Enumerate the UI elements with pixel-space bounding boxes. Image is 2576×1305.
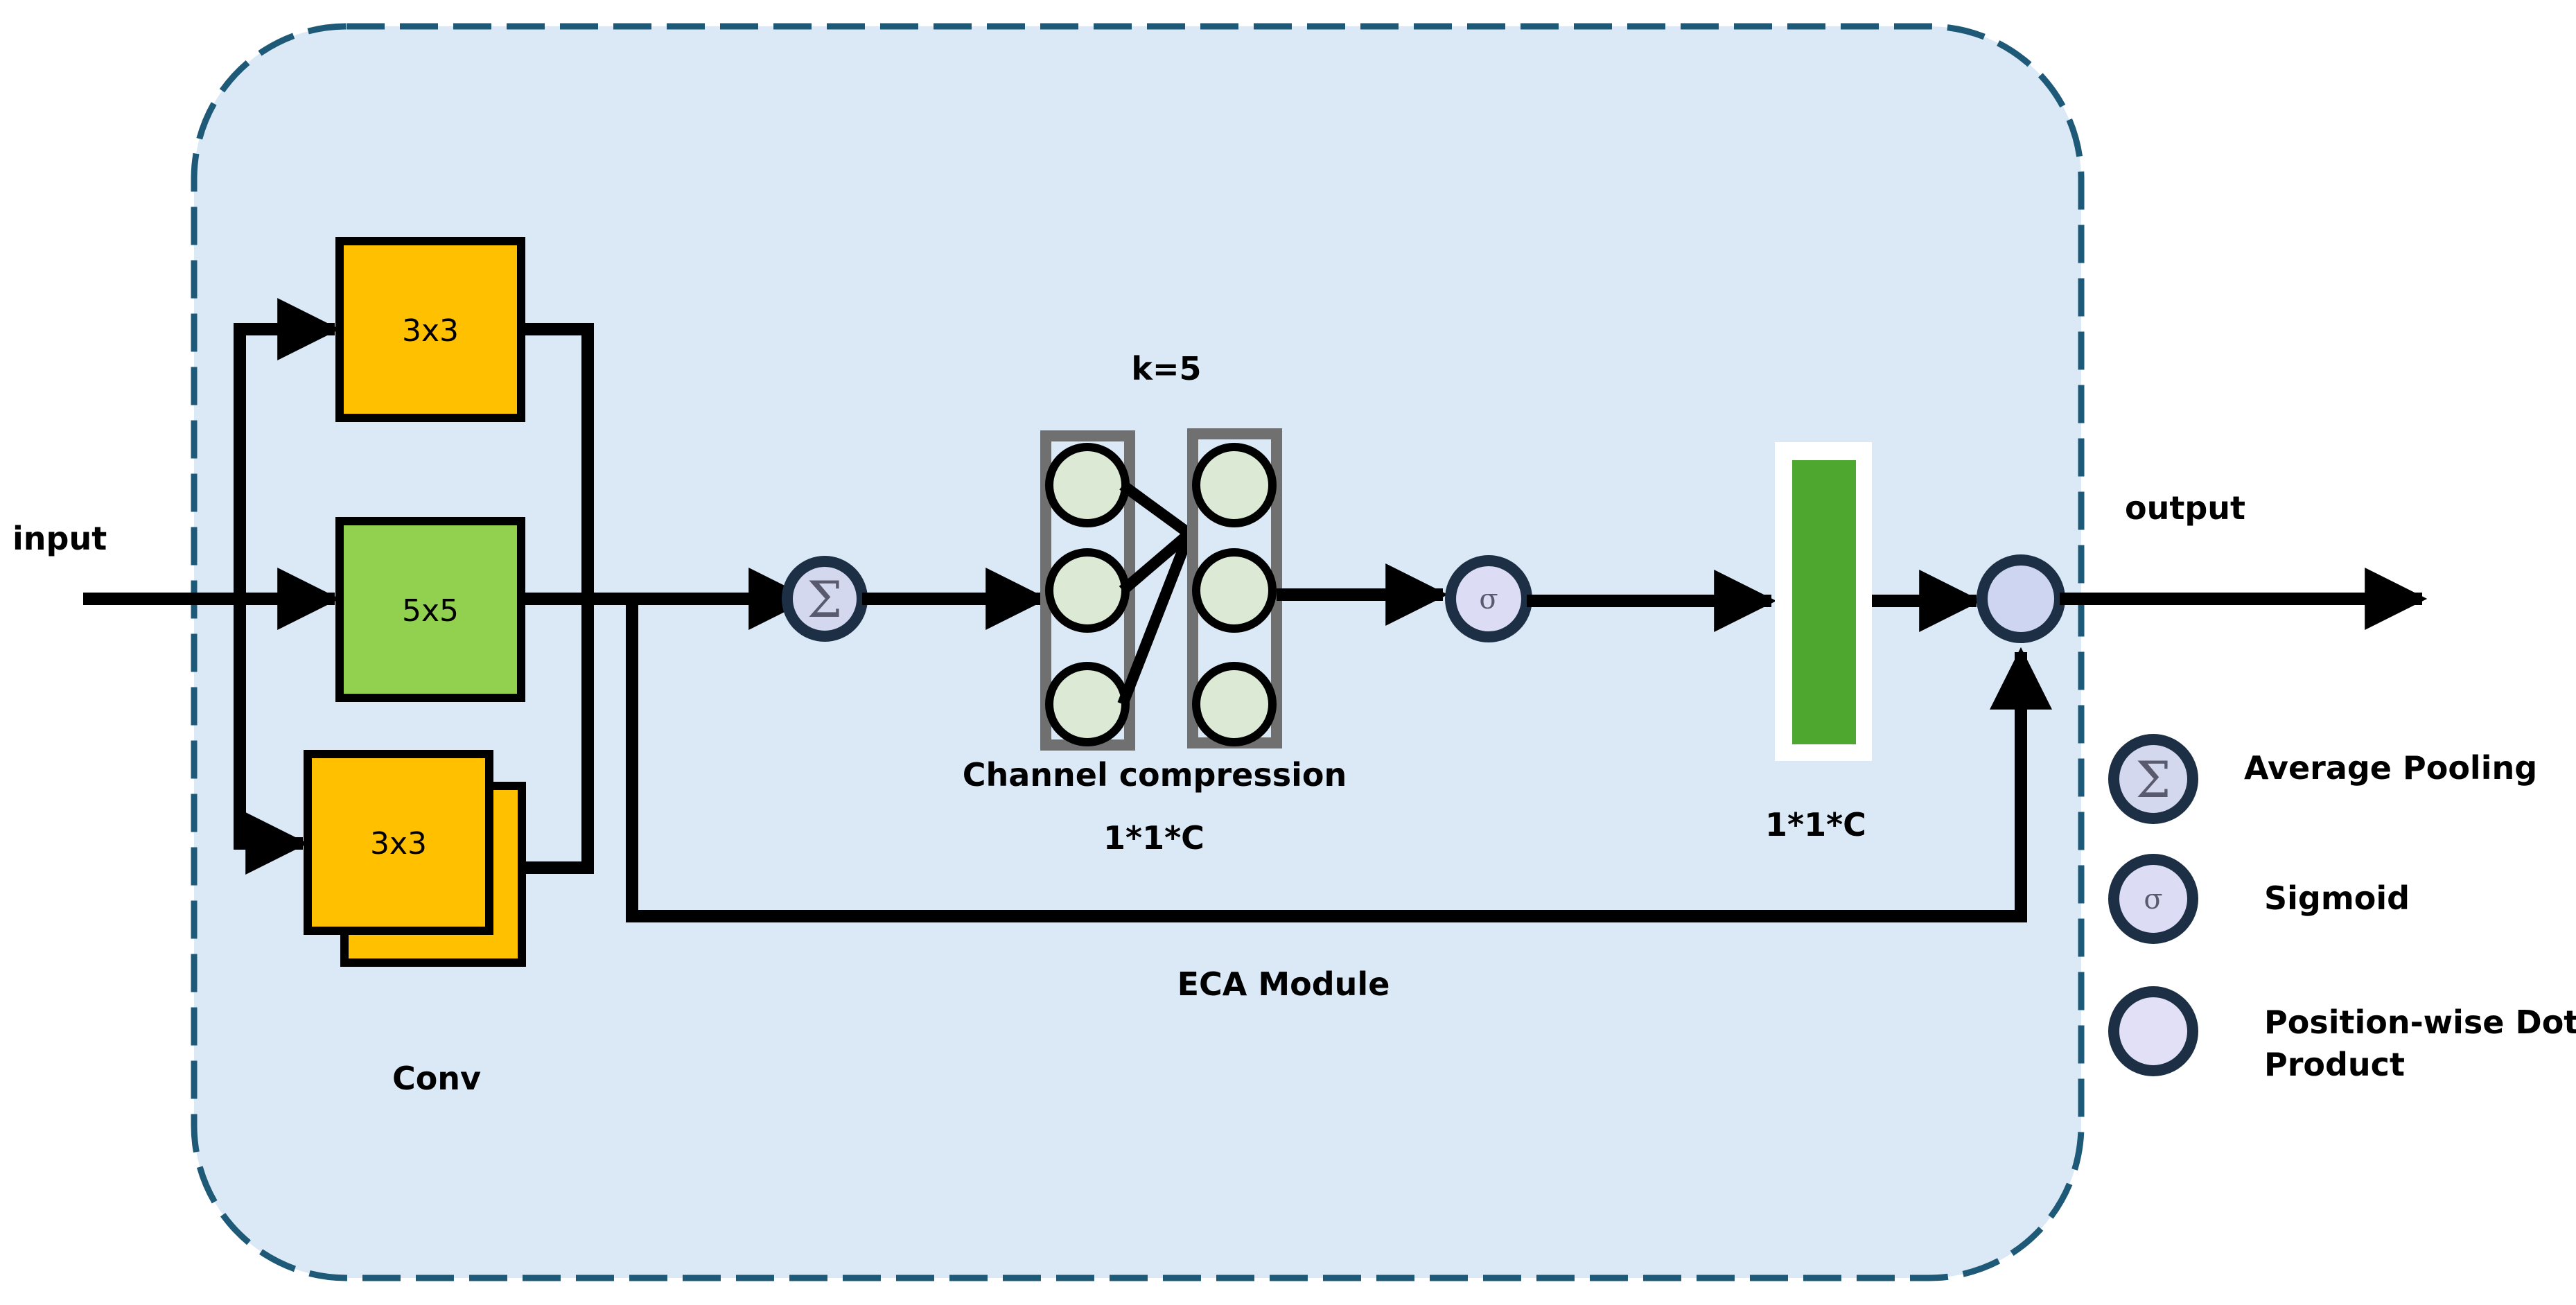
conv-wiring [83,298,2052,922]
legend-label-average-pooling: Average Pooling [2244,749,2537,787]
conv-block-middle-label: 5x5 [402,593,459,629]
conv-block-top-label: 3x3 [402,313,459,349]
node [1045,662,1130,746]
k-label: k=5 [1131,350,1201,387]
input-label: input [12,520,107,557]
conv-block-middle: 5x5 [335,517,525,702]
conv-block-bottom: 3x3 [304,750,526,967]
legend-item-average-pooling: Σ Average Pooling [2108,734,2537,824]
legend: Σ Average Pooling σ Sigmoid Position-wis… [2108,734,2576,1083]
svg-text:Σ: Σ [2136,751,2171,809]
compression-column-right [1187,428,1282,748]
legend-sum-icon [2108,734,2198,824]
eca-module-label: ECA Module [1177,965,1390,1003]
output-label: output [2125,489,2245,527]
conv-block-top: 3x3 [335,237,525,422]
legend-label-sigmoid: Sigmoid [2264,879,2410,917]
node [1045,443,1130,527]
legend-item-sigmoid: σ Sigmoid [2108,854,2410,944]
compression-column-left [1040,430,1135,751]
legend-label-dot-product: Position-wise Dot [2264,1004,2576,1041]
conv-block-bottom-label: 3x3 [370,826,427,861]
compression-connections [1117,480,1195,706]
legend-dot-icon [2108,986,2198,1076]
legend-label-dot-product-line2: Product [2264,1046,2405,1083]
average-pooling-node: Σ [782,556,868,642]
dim-label-right: 1*1*C [1765,806,1866,843]
node [1045,548,1130,633]
legend-sigma-icon [2108,854,2198,944]
sigmoid-node: σ [1445,555,1532,642]
dim-label-left: 1*1*C [1103,819,1204,857]
node [1192,443,1277,527]
conv-label: Conv [392,1060,481,1097]
node [1192,662,1277,746]
svg-text:σ: σ [2144,884,2162,916]
channel-weights-bar [1775,442,1872,761]
skip-connection-arrow [626,599,2052,922]
split-bottom-arrow [234,599,308,875]
node [1192,548,1277,633]
sum-symbol: Σ [807,570,843,629]
split-top-arrow [234,298,340,599]
merge-top-line [521,323,594,599]
dot-product-node [1977,554,2065,643]
sigma-symbol: σ [1479,584,1498,615]
channel-compression-label: Channel compression [963,756,1347,794]
legend-item-dot-product: Position-wise Dot Product [2108,986,2576,1083]
